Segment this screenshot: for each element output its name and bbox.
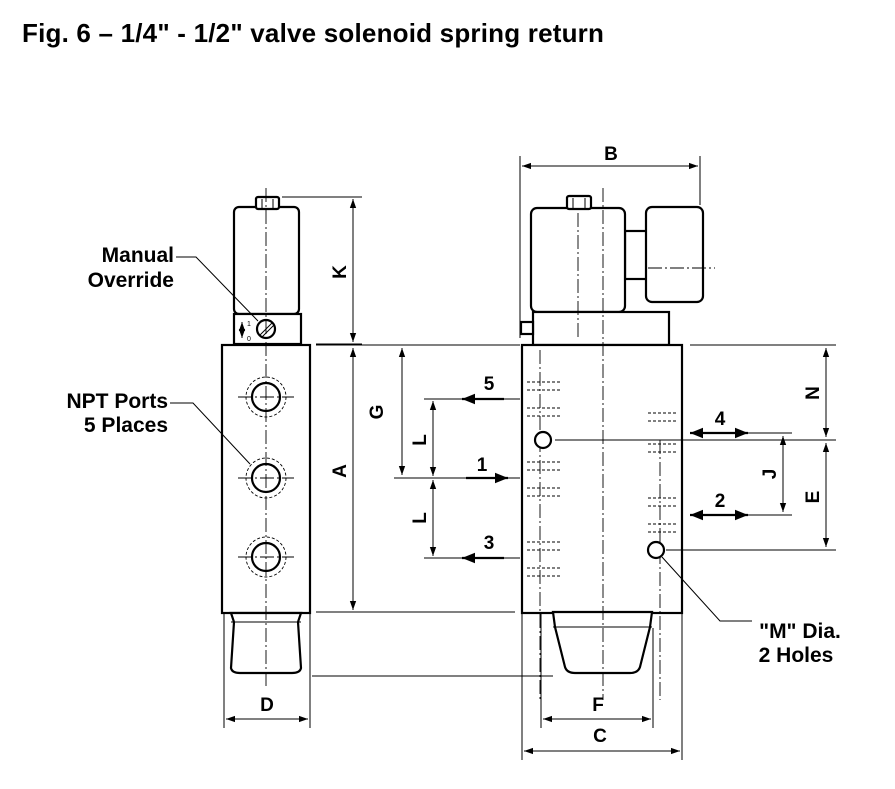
dimension-c-label: C [593,726,607,747]
dimension-l-lower-label: L [410,512,431,524]
dimension-g-label: G [367,405,388,420]
front-spring-cap [551,610,654,675]
mounting-holes-label-line1: "M" Dia. [759,620,841,643]
hidden-port-lines-left [527,381,560,577]
manual-override-label-line2: Override [88,269,174,292]
figure-title: Fig. 6 – 1/4" - 1/2" valve solenoid spri… [22,18,605,48]
dimension-f-label: F [592,695,604,716]
dimension-j-label: J [760,469,781,480]
dimension-l-lower: L [410,480,520,559]
dimension-a: A [316,344,515,613]
dimension-l-upper-label: L [410,434,431,446]
dimension-c: C [521,614,683,760]
port-arrow-4: 4 [690,409,748,439]
port-label-4: 4 [715,409,726,430]
front-view [519,188,715,700]
dimension-d-label: D [260,695,274,716]
npt-ports-callout: NPT Ports 5 Places [66,390,251,465]
mounting-holes-callout: "M" Dia. 2 Holes [661,556,841,667]
side-view: 1 0 [220,188,312,688]
override-mark-1: 1 [247,321,251,328]
mounting-holes-label-line2: 2 Holes [759,644,834,667]
adaptor-tab [519,320,535,336]
solenoid-adaptor [531,310,671,347]
port-label-5: 5 [484,374,495,395]
port-label-3: 3 [484,533,495,554]
dimension-j: J [690,432,792,516]
port-arrow-2: 2 [690,491,748,521]
dimension-k-label: K [330,265,351,279]
front-solenoid-nut [565,194,593,211]
port-arrow-3: 3 [462,533,504,564]
manual-override-label-line1: Manual [102,244,174,267]
dimension-e: E [666,443,836,551]
dimension-b: B [519,144,701,338]
port-arrow-1: 1 [466,455,508,484]
electrical-connector [644,205,705,304]
port-arrow-5: 5 [462,374,504,405]
dimension-l-upper: L [410,398,520,476]
dimension-g: G [316,344,520,479]
mounting-hole [646,540,666,560]
npt-ports-label-line1: NPT Ports [66,390,168,413]
side-solenoid-nut [254,195,281,211]
npt-ports-label-line2: 5 Places [84,414,168,437]
dimension-n: N [555,344,836,441]
dimension-b-label: B [604,144,618,165]
port-label-2: 2 [715,491,726,512]
manual-override-callout: Manual Override [88,244,259,322]
dimension-e-label: E [803,491,824,504]
side-spring-cap [229,611,303,675]
hidden-port-lines-right [648,412,678,533]
port-label-1: 1 [477,455,488,476]
side-solenoid-coil [232,205,301,316]
dimension-n-label: N [803,386,824,400]
dimension-k: K [282,196,362,345]
dimension-f: F [312,614,654,728]
mounting-hole [533,430,553,450]
dimension-d: D [223,612,311,728]
front-valve-body [520,343,684,615]
override-mark-0: 0 [247,336,251,343]
dimension-a-label: A [330,464,351,478]
